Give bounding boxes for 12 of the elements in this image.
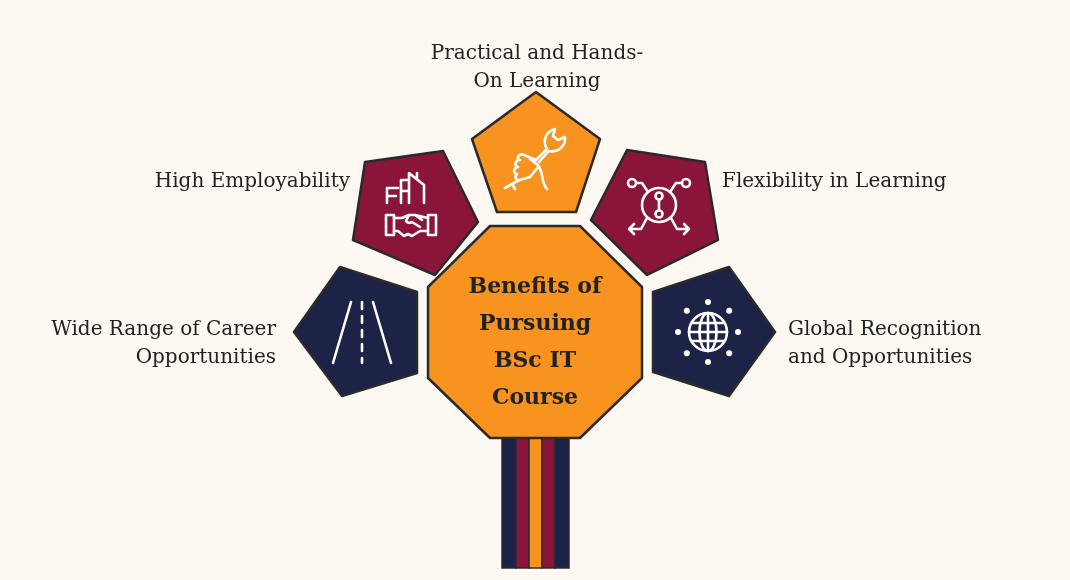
pentagon-tile xyxy=(651,265,777,398)
benefit-label: Global Recognition and Opportunities xyxy=(788,315,983,370)
octagon-shape xyxy=(426,224,644,440)
benefit-label: Flexibility in Learning xyxy=(722,167,948,194)
benefit-label: High Employability xyxy=(153,167,350,194)
pentagon-tile xyxy=(470,90,602,214)
center-heading: Benefits of Pursuing BSc IT Course xyxy=(468,271,602,411)
benefit-label: Practical and Hands-On Learning xyxy=(430,39,644,94)
pentagon-tile xyxy=(351,149,480,277)
benefit-label: Wide Range of Career Opportunities xyxy=(50,315,276,370)
pentagon-tile xyxy=(292,265,419,398)
pentagon-tile xyxy=(589,148,720,277)
